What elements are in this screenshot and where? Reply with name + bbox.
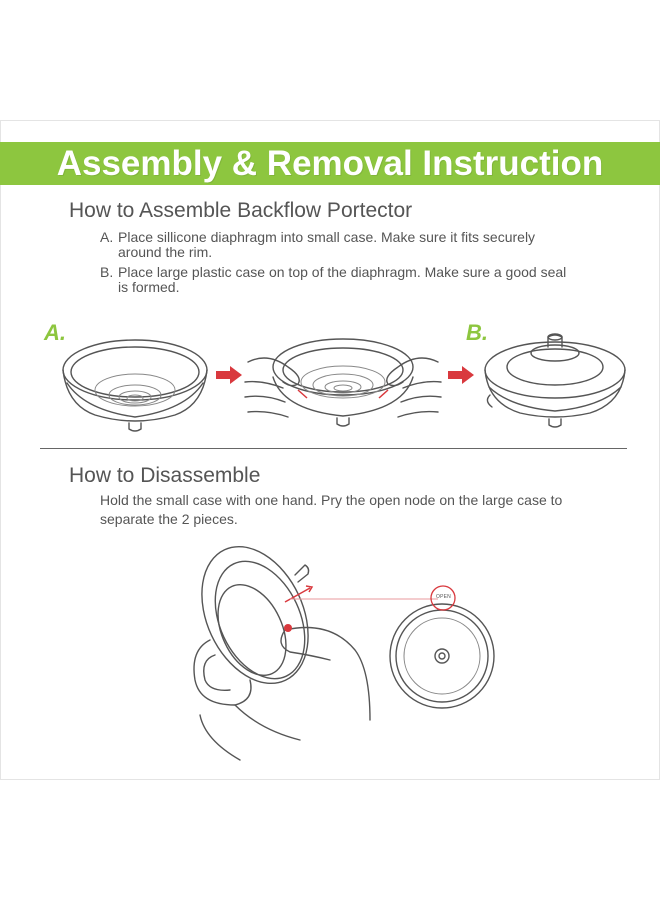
step-a-label: A. <box>100 229 114 245</box>
disassemble-heading: How to Disassemble <box>69 464 261 487</box>
open-mark-label: OPEN <box>436 594 451 600</box>
title-banner: Assembly & Removal Instruction <box>0 142 660 185</box>
case-top-view-illustration <box>389 585 495 709</box>
step-a-text: Place sillicone diaphragm into small cas… <box>118 229 536 260</box>
disassemble-hand-illustration <box>193 545 371 761</box>
figure-label-b: B. <box>466 320 488 345</box>
figure-label-a: A. <box>44 320 66 345</box>
pressing-diaphragm-illustration <box>244 338 442 427</box>
assemble-step-a: A. Place sillicone diaphragm into small … <box>100 230 580 260</box>
disassemble-text: Hold the small case with one hand. Pry t… <box>100 492 563 527</box>
right-arrow-icon <box>216 366 242 384</box>
step-b-text: Place large plastic case on top of the d… <box>118 264 567 295</box>
step-b-label: B. <box>100 264 114 280</box>
section-divider <box>40 448 627 449</box>
small-case-diaphragm-illustration <box>62 339 208 432</box>
right-arrow-icon <box>448 366 474 384</box>
assemble-step-b: B. Place large plastic case on top of th… <box>100 265 580 295</box>
assemble-heading: How to Assemble Backflow Portector <box>69 199 413 222</box>
page-title: Assembly & Removal Instruction <box>56 144 604 183</box>
open-node-guide-line <box>290 598 438 600</box>
assembled-case-illustration <box>484 333 626 428</box>
